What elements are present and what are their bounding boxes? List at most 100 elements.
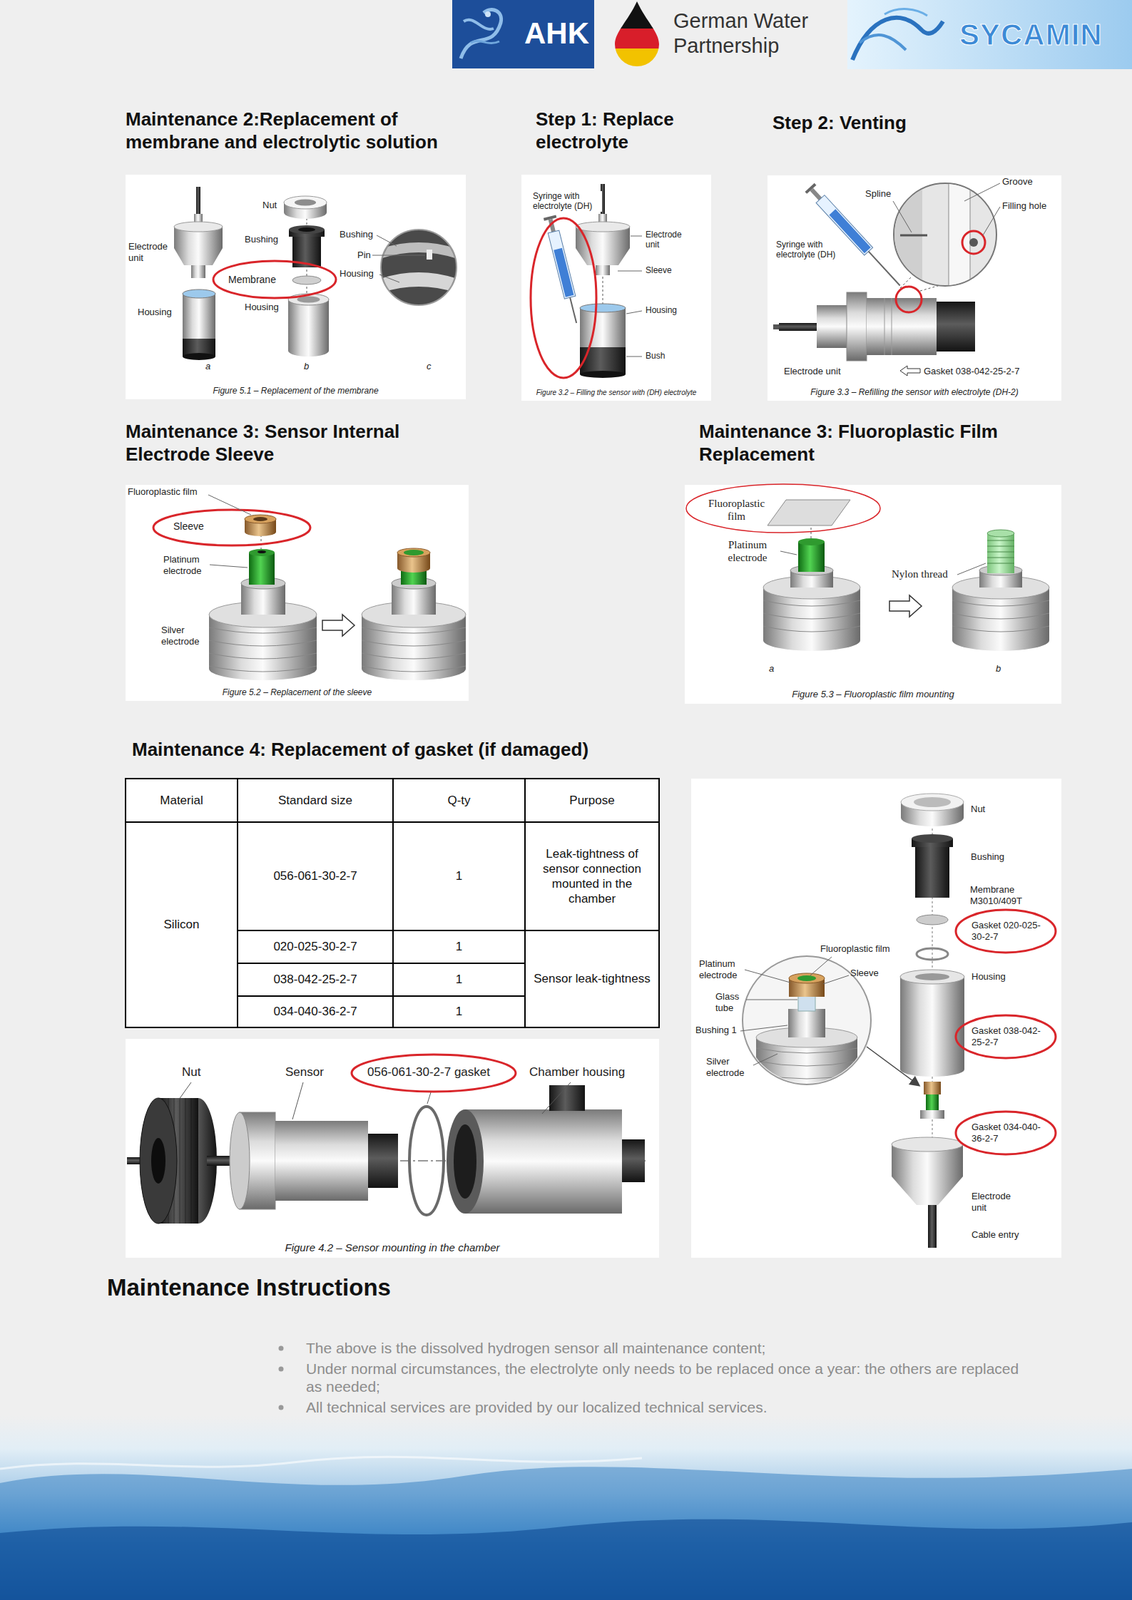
detail-circle-drawing bbox=[372, 255, 426, 257]
detail-circle-drawing bbox=[962, 231, 986, 254]
electrode-unit-drawing bbox=[602, 276, 604, 306]
part-label: Silver electrode bbox=[706, 1056, 751, 1079]
section-heading: Step 1: Replace electrolyte bbox=[535, 108, 707, 154]
exploded-sensor-drawing bbox=[955, 1015, 1056, 1059]
chamber-mounting-drawing bbox=[126, 1054, 646, 1225]
film-drawing bbox=[780, 551, 797, 555]
exploded-sensor-drawing bbox=[788, 973, 825, 984]
chamber-mounting-drawing bbox=[368, 1134, 399, 1189]
part-label: Housing bbox=[971, 971, 1006, 983]
part-label: Housing bbox=[244, 301, 279, 314]
ahk-logo bbox=[485, 11, 491, 18]
table-grid bbox=[237, 930, 660, 932]
part-label: Bushing 1 bbox=[695, 1025, 737, 1037]
sleeve-drawing bbox=[261, 534, 262, 551]
exploded-sensor-drawing bbox=[740, 1025, 788, 1032]
part-label: Chamber housing bbox=[529, 1065, 625, 1080]
sleeve-drawing bbox=[208, 627, 317, 672]
table-cell: Q-ty bbox=[393, 778, 525, 823]
table-cell: Leak-tightness of sensor connection moun… bbox=[524, 822, 660, 931]
chamber-mounting-drawing bbox=[409, 1107, 444, 1216]
table-grid bbox=[237, 962, 525, 965]
exploded-sensor-drawing bbox=[797, 975, 817, 982]
water-band bbox=[0, 1415, 1132, 1600]
syringe-drawing bbox=[804, 183, 905, 291]
sleeve-drawing bbox=[208, 495, 252, 515]
sensor-horizontal-drawing bbox=[900, 365, 921, 376]
exploded-sensor-drawing bbox=[911, 834, 953, 844]
part-label: Electrode unit bbox=[783, 365, 841, 378]
electrode-unit-drawing bbox=[579, 347, 626, 375]
part-label: Sleeve bbox=[850, 967, 879, 980]
exploded-sensor-drawing bbox=[900, 1062, 965, 1078]
exploded-sensor-drawing bbox=[810, 957, 832, 976]
exploded-sensor-drawing bbox=[920, 1110, 945, 1120]
table-grid bbox=[236, 778, 239, 1028]
table-cell: 1 bbox=[393, 822, 525, 931]
part-label: Platinum electrode bbox=[719, 538, 777, 565]
ahk-logo bbox=[452, 0, 595, 69]
part-label: Membrane bbox=[228, 273, 277, 287]
detail-circle-drawing bbox=[893, 183, 971, 287]
bullet-dot bbox=[278, 1346, 284, 1352]
ahk-logo bbox=[463, 19, 494, 30]
chamber-mounting-drawing bbox=[542, 1082, 571, 1115]
electrode-unit-drawing bbox=[617, 271, 642, 272]
part-label: Fluoroplastic film bbox=[706, 497, 767, 523]
figure-letter: c bbox=[426, 360, 432, 373]
electrode-unit-drawing bbox=[579, 308, 626, 348]
figure-letter: b bbox=[995, 663, 1001, 675]
table-cell: 056-061-30-2-7 bbox=[237, 822, 394, 931]
housing-drawing bbox=[182, 289, 216, 361]
exploded-sensor-drawing bbox=[891, 1137, 963, 1152]
film-drawing bbox=[811, 527, 812, 540]
part-label: Electrode unit bbox=[971, 1191, 1022, 1214]
housing-drawing bbox=[182, 353, 216, 361]
electrode-unit-drawing bbox=[174, 248, 223, 266]
electrode-unit-drawing bbox=[595, 265, 610, 276]
part-label: Bushing bbox=[339, 228, 374, 241]
logo-text: AHK bbox=[524, 15, 590, 52]
electrode-unit-drawing bbox=[174, 186, 223, 279]
film-drawing bbox=[957, 563, 986, 575]
membrane-stack-drawing bbox=[213, 261, 336, 299]
film-drawing bbox=[952, 629, 1050, 652]
table-cell: Sensor leak-tightness bbox=[524, 930, 660, 1028]
table-cell: Standard size bbox=[237, 778, 394, 823]
exploded-sensor-drawing bbox=[916, 948, 948, 961]
part-label: Syringe with electrolyte (DH) bbox=[776, 239, 842, 261]
part-label: Fluoroplastic film bbox=[820, 943, 891, 956]
membrane-stack-drawing bbox=[294, 199, 316, 207]
table-grid bbox=[237, 995, 525, 998]
sensor-horizontal-drawing bbox=[891, 298, 893, 356]
figure-caption: Figure 3.2 – Filling the sensor with (DH… bbox=[524, 388, 709, 398]
table-cell: 020-025-30-2-7 bbox=[237, 930, 394, 964]
membrane-stack-drawing bbox=[288, 345, 329, 357]
electrode-unit-drawing bbox=[579, 303, 626, 313]
exploded-sensor-drawing bbox=[913, 797, 951, 808]
detail-circle-drawing bbox=[372, 229, 460, 306]
section-heading: Step 2: Venting bbox=[772, 111, 1058, 135]
part-label: Gasket 038-042-25-2-7 bbox=[923, 365, 1020, 378]
detail-circle-drawing bbox=[893, 201, 912, 233]
sensor-horizontal-drawing bbox=[900, 276, 912, 289]
chamber-mounting-drawing bbox=[549, 1085, 585, 1112]
film-drawing bbox=[987, 529, 1015, 538]
detail-circle-drawing bbox=[379, 274, 400, 283]
membrane-stack-drawing bbox=[213, 196, 336, 357]
membrane-stack-drawing bbox=[292, 276, 321, 285]
detail-circle-drawing bbox=[982, 206, 1001, 236]
sleeve-drawing bbox=[153, 510, 311, 546]
part-label: Cable entry bbox=[971, 1229, 1019, 1242]
chamber-mounting-drawing bbox=[620, 1139, 645, 1183]
section-heading: Maintenance Instructions bbox=[106, 1273, 391, 1303]
chamber-mounting-drawing bbox=[292, 1082, 304, 1120]
panel-ground bbox=[691, 778, 1062, 1259]
sensor-horizontal-drawing bbox=[884, 298, 886, 356]
exploded-sensor-drawing bbox=[955, 910, 1056, 953]
film-drawing bbox=[987, 540, 1015, 564]
syringe-drawing bbox=[530, 218, 597, 379]
panel-ground bbox=[521, 174, 712, 401]
water-band bbox=[0, 1457, 642, 1470]
sensor-horizontal-drawing bbox=[846, 292, 867, 361]
